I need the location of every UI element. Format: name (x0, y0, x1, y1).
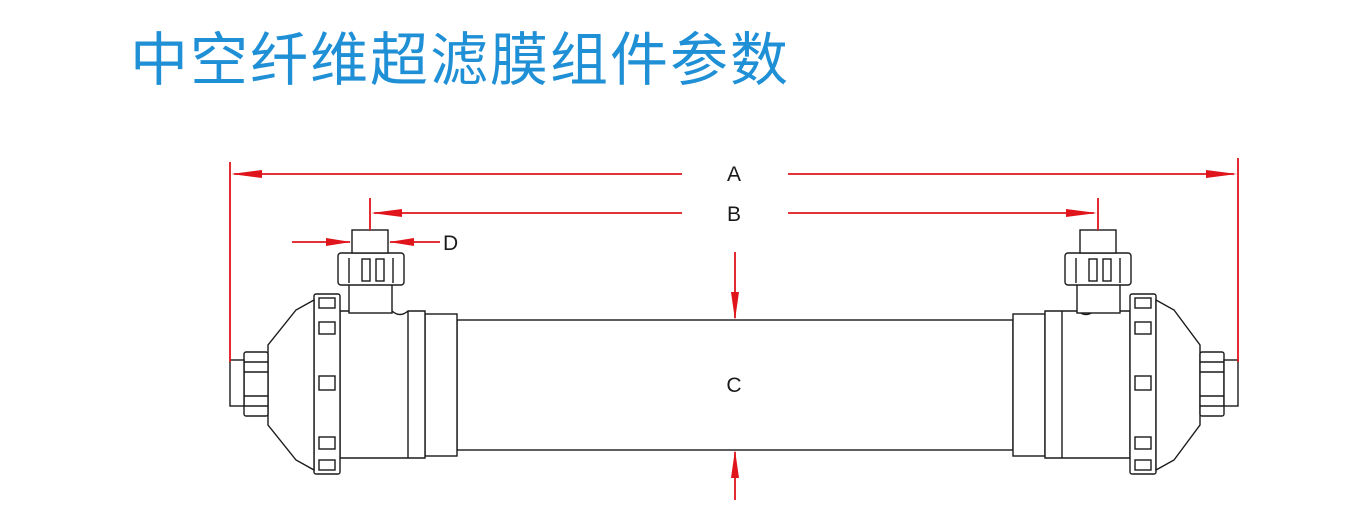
dimension-c-label: C (726, 374, 741, 397)
dimension-a: A (229, 158, 1239, 362)
dimension-d: D (292, 232, 458, 255)
dimension-a-label: A (727, 163, 741, 186)
dimension-b-label: B (727, 203, 741, 226)
page-title: 中空纤维超滤膜组件参数 (130, 26, 791, 94)
left-end-assembly (229, 229, 458, 475)
membrane-tube (456, 319, 1014, 451)
dimension-b: B (369, 198, 1099, 230)
dimension-d-label: D (443, 232, 458, 255)
dimension-c: C (726, 252, 742, 500)
right-end-assembly (1012, 229, 1239, 475)
